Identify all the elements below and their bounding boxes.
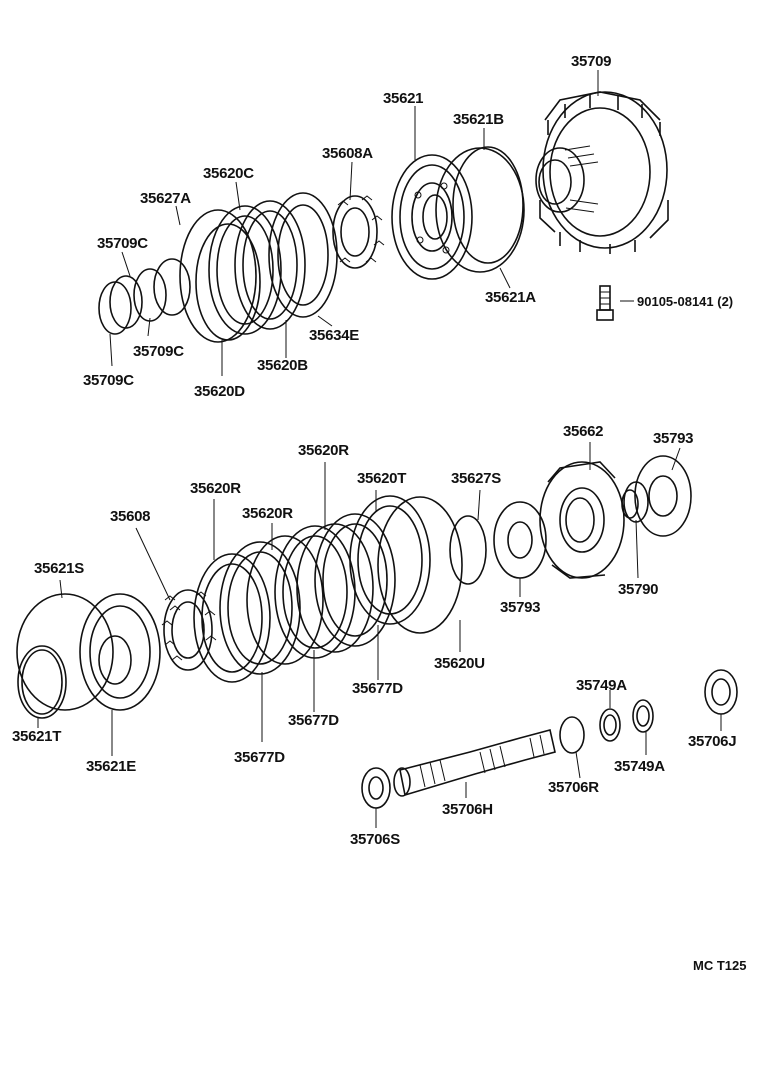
label-35709C-c: 35709C (83, 372, 134, 389)
label-35620R-b: 35620R (190, 480, 241, 497)
label-35749A-a: 35749A (576, 677, 627, 694)
part-35706J-washer[interactable] (704, 669, 738, 715)
label-35677D-b: 35677D (288, 712, 339, 729)
part-35634E-plate[interactable] (268, 192, 338, 318)
label-90105-08141: 90105-08141 (2) (637, 294, 733, 309)
label-35608A: 35608A (322, 145, 373, 162)
part-35709C-ring-a[interactable] (153, 258, 191, 316)
label-35620T: 35620T (357, 470, 406, 487)
part-35608-spring-set[interactable] (161, 589, 217, 671)
part-35709-drum[interactable] (535, 91, 669, 254)
part-35706R-snap-ring[interactable] (559, 716, 585, 754)
part-35627A-snap-ring[interactable] (179, 209, 257, 343)
label-35706R: 35706R (548, 779, 599, 796)
label-35706J: 35706J (688, 733, 736, 750)
part-35620R-disc-a[interactable] (314, 513, 396, 647)
part-35621E-piston[interactable] (79, 593, 161, 711)
part-35677D-plate-c[interactable] (193, 553, 271, 683)
label-35621A: 35621A (485, 289, 536, 306)
label-35620R-a: 35620R (298, 442, 349, 459)
label-35620R-c: 35620R (242, 505, 293, 522)
part-35620R-disc-c[interactable] (219, 541, 301, 675)
label-35709: 35709 (571, 53, 611, 70)
label-35621B: 35621B (453, 111, 504, 128)
label-35662: 35662 (563, 423, 603, 440)
label-35677D-c: 35677D (234, 749, 285, 766)
part-35620U-ring[interactable] (377, 496, 463, 634)
label-35627A: 35627A (140, 190, 191, 207)
part-35620B-plate[interactable] (234, 200, 306, 330)
label-35620B: 35620B (257, 357, 308, 374)
part-35709C-ring-c[interactable] (98, 275, 143, 335)
part-35677D-plate-b[interactable] (296, 523, 374, 653)
label-35793-b: 35793 (500, 599, 540, 616)
label-35621S: 35621S (34, 560, 84, 577)
leader-lines (37, 70, 722, 828)
part-35621S-seal[interactable] (16, 593, 114, 711)
label-35793-a: 35793 (653, 430, 693, 447)
label-35627S: 35627S (451, 470, 501, 487)
part-90105-bolt[interactable] (596, 285, 614, 321)
label-35620U: 35620U (434, 655, 485, 672)
label-35621E: 35621E (86, 758, 136, 775)
part-35749A-washer-b[interactable] (632, 699, 654, 733)
catalog-code: MC T125 (693, 958, 746, 973)
part-35620R-disc-b[interactable] (274, 525, 356, 659)
part-35706S-washer[interactable] (361, 767, 391, 809)
label-35620D: 35620D (194, 383, 245, 400)
part-35793-washer-right[interactable] (634, 455, 692, 537)
label-35621T: 35621T (12, 728, 61, 745)
label-35634E: 35634E (309, 327, 359, 344)
label-35677D-a: 35677D (352, 680, 403, 697)
part-35706H-shaft[interactable] (393, 729, 556, 797)
label-35621: 35621 (383, 90, 423, 107)
part-35608A-spring-set[interactable] (332, 195, 385, 269)
part-35627S-ring[interactable] (449, 515, 487, 585)
label-35620C: 35620C (203, 165, 254, 182)
part-35621T-seal[interactable] (17, 645, 67, 719)
part-35621B-seal[interactable] (452, 146, 524, 264)
label-35749A-b: 35749A (614, 758, 665, 775)
part-35620D-disc[interactable] (195, 223, 261, 341)
part-35709C-ring-b[interactable] (133, 268, 167, 322)
part-35677D-plate-a[interactable] (246, 535, 324, 665)
part-35621-piston[interactable] (391, 154, 473, 280)
label-35790: 35790 (618, 581, 658, 598)
label-35706H: 35706H (442, 801, 493, 818)
label-35709C-b: 35709C (133, 343, 184, 360)
part-35793-washer-left[interactable] (493, 501, 547, 579)
label-35608: 35608 (110, 508, 150, 525)
part-35621A-seal[interactable] (435, 147, 525, 273)
part-35662-hub[interactable] (539, 461, 625, 579)
part-labels: 35709 35621 35621B 35608A 35620C 35627A … (12, 53, 746, 973)
label-35706S: 35706S (350, 831, 400, 848)
part-35749A-washer-a[interactable] (599, 708, 621, 742)
label-35709C-a: 35709C (97, 235, 148, 252)
